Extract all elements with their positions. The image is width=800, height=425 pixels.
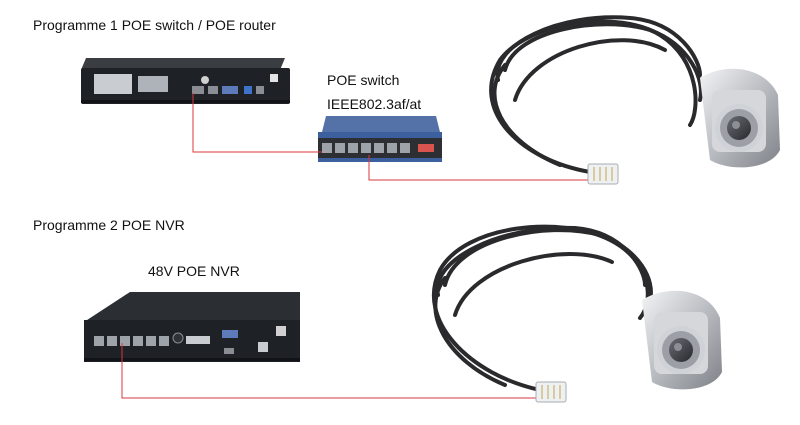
network-cable [192, 93, 322, 153]
poe-switch-standard-label: IEEE802.3af/at [327, 96, 422, 112]
rj45-plug-icon [587, 163, 619, 185]
poe-nvr-label: 48V POE NVR [148, 263, 240, 279]
recorder-device-icon [84, 292, 300, 362]
recorder-device-icon [81, 58, 290, 104]
network-cable [368, 155, 589, 181]
ip-camera-icon [489, 15, 780, 174]
poe-switch-label: POE switch [327, 72, 400, 88]
programme1-title: Programme 1 POE switch / POE router [33, 17, 276, 33]
programme2-title: Programme 2 POE NVR [33, 217, 185, 233]
rj45-plug-icon [535, 381, 567, 403]
network-cable [121, 343, 540, 399]
ip-camera-icon [432, 224, 722, 392]
poe-switch-icon [318, 116, 442, 162]
